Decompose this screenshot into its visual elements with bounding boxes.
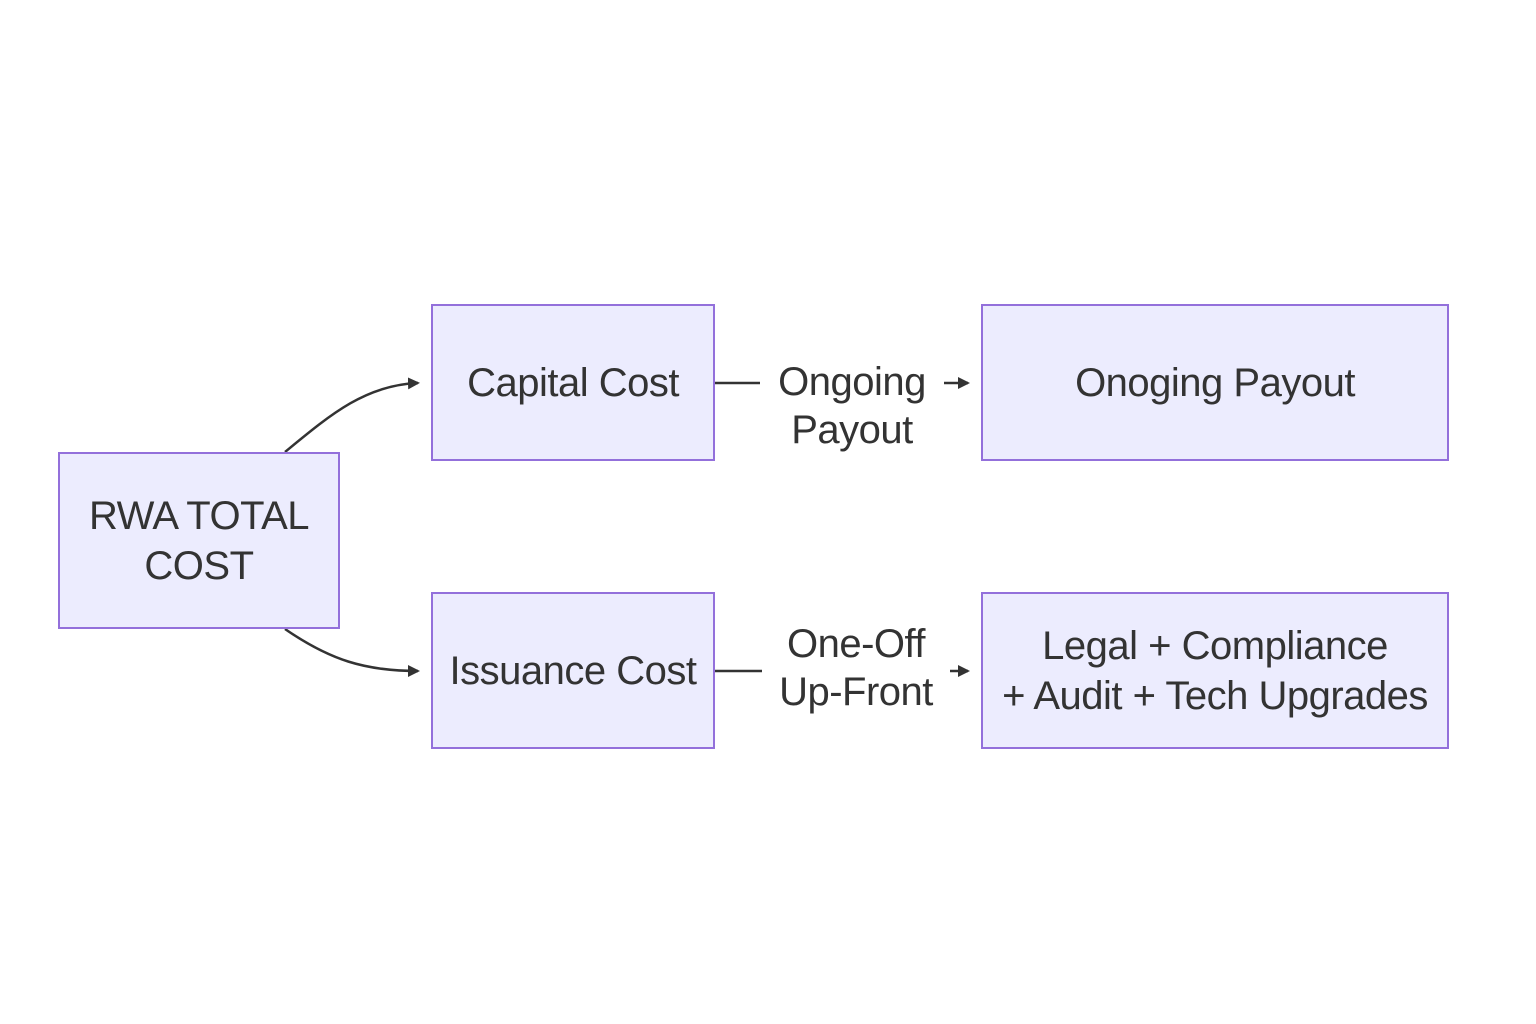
node-capital-cost: Capital Cost — [431, 304, 715, 461]
edge-rwa-to-issuance — [284, 627, 420, 677]
node-issuance-cost-label: Issuance Cost — [449, 648, 697, 693]
node-legal-compliance: Legal + Compliance + Audit + Tech Upgrad… — [981, 592, 1449, 749]
node-capital-cost-label: Capital Cost — [467, 360, 679, 405]
node-issuance-cost: Issuance Cost — [431, 592, 715, 749]
node-ongoing-payout-label: Onoging Payout — [1075, 360, 1355, 405]
edge-label-one-off-up-front: One-Off Up-Front — [762, 620, 950, 716]
node-rwa-total-cost-label: RWA TOTAL COST — [88, 493, 310, 588]
node-ongoing-payout: Onoging Payout — [981, 304, 1449, 461]
node-legal-compliance-label: Legal + Compliance + Audit + Tech Upgrad… — [1002, 623, 1428, 718]
edge-label-ongoing-payout: Ongoing Payout — [760, 358, 944, 454]
node-rwa-total-cost: RWA TOTAL COST — [58, 452, 340, 629]
edge-rwa-to-capital — [284, 377, 420, 453]
